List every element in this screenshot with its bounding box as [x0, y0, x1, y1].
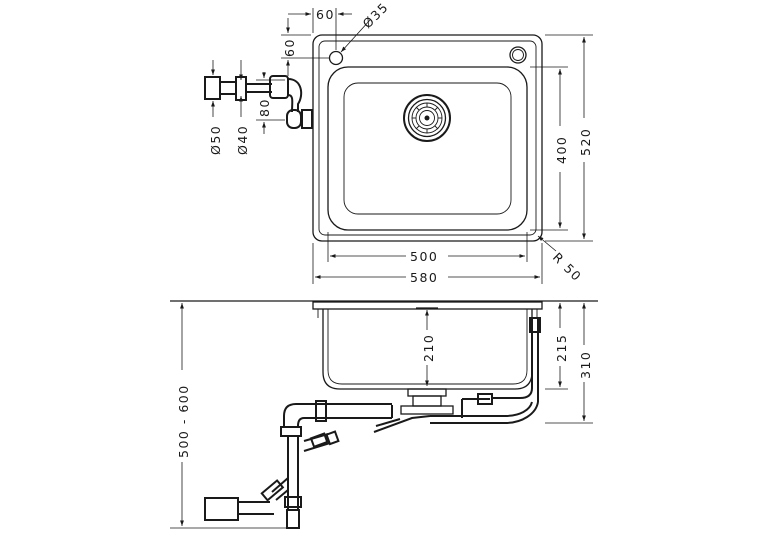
dim-outlet-diameter-large: Ø50: [208, 125, 223, 155]
dim-overflow-offset: 60: [316, 7, 335, 22]
bowl-outer: [327, 66, 528, 231]
dim-overflow-vertical: 60: [282, 38, 297, 57]
dim-drain-depth: 210: [421, 334, 436, 362]
sink-inner-rim: [318, 40, 537, 236]
dim-sink-height: 520: [578, 128, 593, 156]
drain-trap: [204, 317, 541, 529]
sink-outer-rim: [312, 34, 543, 242]
dim-outlet-diameter-small: Ø40: [235, 125, 250, 155]
dim-corner-radius: R 50: [550, 250, 585, 285]
drain-strainer: [403, 94, 451, 142]
top-view: 60 Ø35 60 80 Ø50 Ø40 400 520: [204, 0, 593, 285]
dim-bowl-depth: 215: [554, 334, 569, 362]
dim-total-depth: 310: [578, 351, 593, 379]
dim-install-height: 500 - 600: [176, 384, 191, 458]
dim-overflow-diameter: Ø35: [360, 0, 392, 31]
dim-overflow-spacing: 80: [257, 98, 272, 117]
sink-rim-side: [312, 301, 543, 310]
dim-bowl-height: 400: [554, 136, 569, 164]
dim-sink-width: 580: [410, 270, 438, 285]
bowl-inner: [343, 82, 512, 215]
dim-bowl-width: 500: [410, 249, 438, 264]
overflow-hole: [328, 50, 344, 66]
side-view: 210 215 310 500 - 600: [170, 300, 598, 529]
tap-hole: [509, 46, 527, 64]
